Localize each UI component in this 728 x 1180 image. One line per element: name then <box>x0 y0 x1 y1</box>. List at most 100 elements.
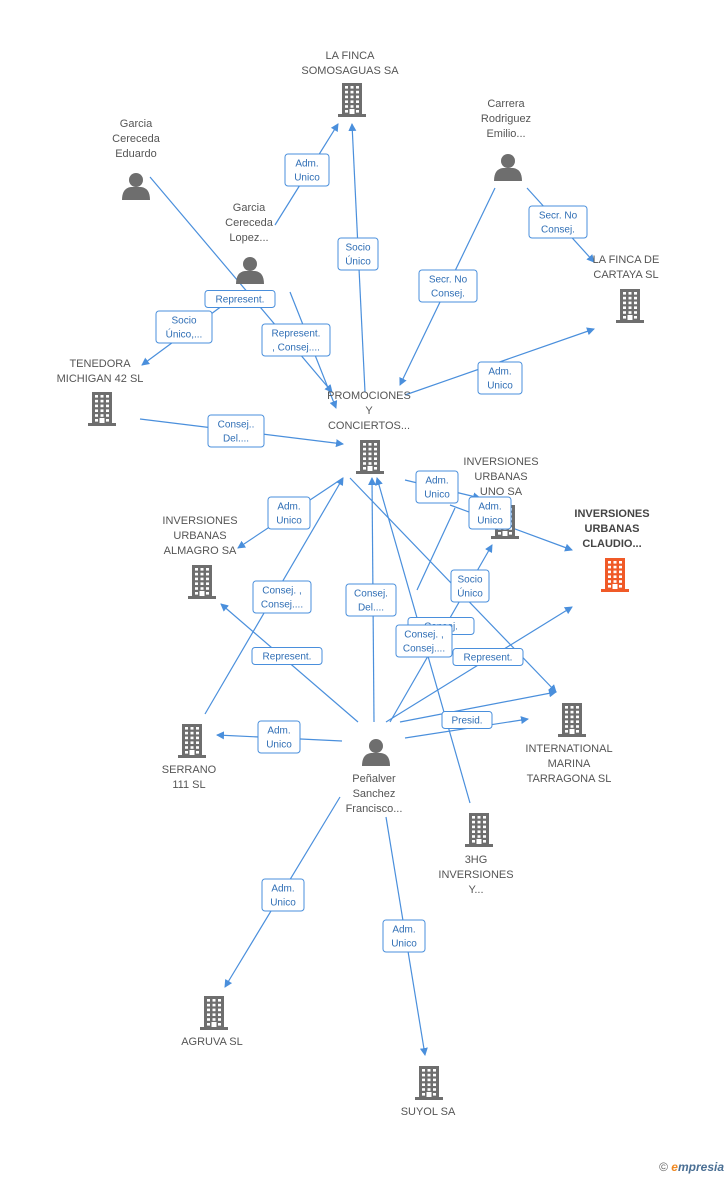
relation-text: Unico <box>294 173 320 184</box>
node-label: AGRUVA SL <box>181 1036 243 1048</box>
relation-label[interactable]: Represent. <box>452 648 524 666</box>
person-icon <box>362 739 390 766</box>
relation-text: Adm. <box>271 884 294 895</box>
node-label: Rodriguez <box>481 113 531 125</box>
relation-text: Adm. <box>425 476 448 487</box>
relation-text: Consej. <box>541 225 575 236</box>
node-la-finca-somosaguas[interactable]: LA FINCA SOMOSAGUAS SA <box>301 50 399 117</box>
node-label: TARRAGONA SL <box>527 773 612 785</box>
relation-text: Unico <box>391 939 417 950</box>
relation-text: Consej. <box>354 589 388 600</box>
node-label: 111 SL <box>172 779 205 791</box>
relation-label[interactable]: Consej. ,Consej.... <box>395 624 453 658</box>
relation-text: Consej.. <box>218 420 255 431</box>
relation-text: Socio <box>457 575 482 586</box>
relation-label[interactable]: Adm.Unico <box>257 720 301 754</box>
node-label: LA FINCA <box>326 50 376 62</box>
relation-text: Consej. <box>431 289 465 300</box>
building-icon <box>338 83 366 117</box>
relation-text: Unico <box>487 381 513 392</box>
node-label: LA FINCA DE <box>593 254 660 266</box>
node-label: Garcia <box>233 202 266 214</box>
node-label: Francisco... <box>346 803 403 815</box>
relation-text: , Consej.... <box>272 343 320 354</box>
relation-text: Unico <box>424 490 450 501</box>
relation-label[interactable]: Consej.Del.... <box>345 583 397 617</box>
node-label: SERRANO <box>162 764 217 776</box>
relation-label[interactable]: Adm. Unico <box>261 878 305 912</box>
relation-text: Único <box>457 587 483 600</box>
relation-text: Adm. <box>277 502 300 513</box>
relation-label[interactable]: Represent. <box>251 647 323 665</box>
building-icon <box>465 813 493 847</box>
relation-label[interactable]: Adm. Unico <box>415 470 459 504</box>
node-label: MICHIGAN 42 SL <box>57 373 144 385</box>
building-icon <box>616 289 644 323</box>
relation-label[interactable]: Presid. <box>441 711 493 729</box>
node-label: INVERSIONES <box>162 515 237 527</box>
person-icon <box>494 154 522 181</box>
relation-text: Único,... <box>166 328 203 341</box>
relation-label[interactable]: Consej.. Del.... <box>207 414 265 448</box>
node-label: TENEDORA <box>69 358 131 370</box>
node-tenedora-michigan[interactable]: TENEDORA MICHIGAN 42 SL <box>57 358 144 426</box>
person-icon <box>122 173 150 200</box>
relation-label[interactable]: Adm.Unico <box>267 496 311 530</box>
building-icon <box>200 996 228 1030</box>
brand-logo-e: e <box>671 1160 678 1174</box>
building-icon <box>88 392 116 426</box>
relation-label[interactable]: Adm. Unico <box>477 361 523 395</box>
node-label: URBANAS <box>474 471 527 483</box>
relation-text: Socio <box>171 316 196 327</box>
relation-label[interactable]: Adm.Unico <box>382 919 426 953</box>
node-label: CONCIERTOS... <box>328 420 410 432</box>
node-label: ALMAGRO SA <box>164 545 237 557</box>
relation-text: Represent. <box>464 653 513 664</box>
node-garcia-cereceda-lopez[interactable]: GarciaCerecedaLopez... <box>225 202 274 284</box>
relation-text: Del.... <box>223 434 249 445</box>
relation-label[interactable]: Represent. <box>204 290 276 308</box>
node-agruva[interactable]: AGRUVA SL <box>181 996 243 1048</box>
relation-text: Represent. <box>216 295 265 306</box>
relation-label[interactable]: SocioÚnico,... <box>155 310 213 344</box>
node-label: CLAUDIO... <box>582 538 641 550</box>
building-icon <box>415 1066 443 1100</box>
relation-text: Presid. <box>451 716 482 727</box>
person-icon <box>236 257 264 284</box>
edge-line <box>399 689 557 723</box>
relation-text: Consej.... <box>261 600 303 611</box>
node-promociones[interactable]: PROMOCIONESYCONCIERTOS... <box>327 390 411 474</box>
relation-text: Socio <box>345 243 370 254</box>
node-label: INVERSIONES <box>574 508 649 520</box>
relation-label[interactable]: Adm.Unico <box>468 496 512 530</box>
relation-label[interactable]: Adm.Unico <box>284 153 330 187</box>
relation-text: Consej.... <box>403 644 445 655</box>
relation-label[interactable]: Consej. ,Consej.... <box>252 580 312 614</box>
node-inv-urbanas-claudio[interactable]: INVERSIONESURBANASCLAUDIO... <box>574 508 650 592</box>
relation-text: Adm. <box>488 367 511 378</box>
node-carrera-rodriguez[interactable]: CarreraRodriguezEmilio... <box>481 98 531 181</box>
relation-text: Unico <box>270 898 296 909</box>
node-hg-inversiones[interactable]: 3HGINVERSIONESY... <box>438 813 514 896</box>
node-label: SOMOSAGUAS SA <box>301 65 399 77</box>
copyright-icon: © <box>659 1160 668 1174</box>
node-suyol[interactable]: SUYOL SA <box>401 1066 456 1118</box>
relation-text: Represent. <box>272 329 321 340</box>
building-icon <box>601 558 629 592</box>
relation-label[interactable]: Represent. , Consej.... <box>261 323 331 357</box>
relation-text: Represent. <box>263 652 312 663</box>
node-label: Y... <box>468 884 483 896</box>
node-label: Carrera <box>487 98 525 110</box>
building-icon <box>188 565 216 599</box>
node-penalver[interactable]: PeñalverSanchezFrancisco... <box>346 739 403 815</box>
node-serrano[interactable]: SERRANO 111 SL <box>162 724 217 791</box>
